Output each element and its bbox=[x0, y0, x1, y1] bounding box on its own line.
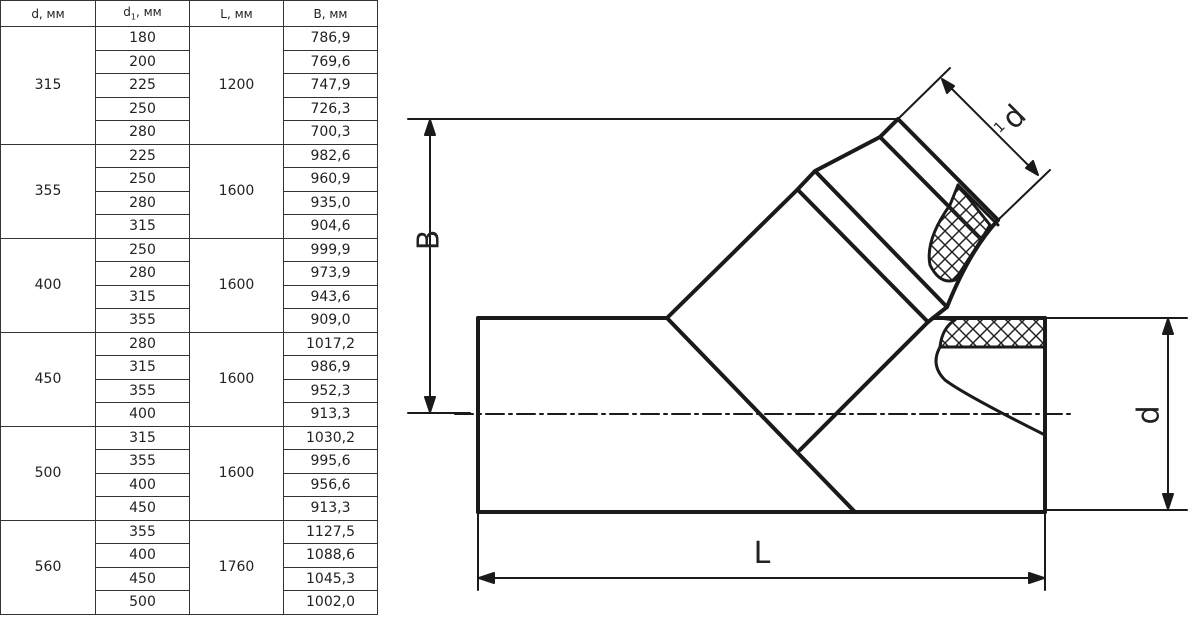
dimension-B bbox=[407, 118, 899, 414]
cell-d1: 280 bbox=[95, 120, 190, 145]
cell-B: 982,6 bbox=[283, 143, 378, 168]
cell-B: 769,6 bbox=[283, 49, 378, 74]
table-row: 250 726,3 bbox=[1, 96, 378, 121]
header-L: L, мм bbox=[189, 0, 284, 27]
cell-B: 913,3 bbox=[283, 402, 378, 427]
cell-B: 986,9 bbox=[283, 355, 378, 380]
cell-B: 1127,5 bbox=[283, 519, 378, 544]
cell-B: 960,9 bbox=[283, 167, 378, 192]
cell-B: 913,3 bbox=[283, 496, 378, 521]
table-row: 280 935,0 bbox=[1, 190, 378, 215]
dimension-d1 bbox=[897, 67, 1051, 221]
cell-d1: 355 bbox=[95, 378, 190, 403]
cell-d: 450 bbox=[0, 331, 96, 427]
table-row: 200 769,6 bbox=[1, 49, 378, 74]
cell-B: 956,6 bbox=[283, 472, 378, 497]
cell-B: 700,3 bbox=[283, 120, 378, 145]
cell-d1: 280 bbox=[95, 190, 190, 215]
cell-B: 726,3 bbox=[283, 96, 378, 121]
table-row: 400 913,3 bbox=[1, 402, 378, 427]
label-B: B bbox=[412, 230, 447, 251]
main-socket-hatch bbox=[934, 316, 1047, 437]
cell-B: 909,0 bbox=[283, 308, 378, 333]
cell-B: 943,6 bbox=[283, 284, 378, 309]
cell-d1: 315 bbox=[95, 425, 190, 450]
cell-d1: 400 bbox=[95, 472, 190, 497]
header-d1: d1, мм bbox=[95, 0, 190, 27]
table-row: 500 1002,0 bbox=[1, 590, 378, 615]
cell-d1: 315 bbox=[95, 355, 190, 380]
cell-L: 1600 bbox=[189, 425, 284, 521]
cell-d1: 225 bbox=[95, 73, 190, 98]
table-row: 355 909,0 bbox=[1, 308, 378, 333]
dimension-d bbox=[1044, 317, 1188, 511]
table-header-row: d, мм d1, мм L, мм B, мм bbox=[0, 0, 378, 27]
cell-d1: 250 bbox=[95, 96, 190, 121]
cell-d1: 355 bbox=[95, 449, 190, 474]
cell-d1: 315 bbox=[95, 214, 190, 239]
cell-L: 1200 bbox=[189, 26, 284, 145]
cell-L: 1760 bbox=[189, 519, 284, 615]
cell-B: 935,0 bbox=[283, 190, 378, 215]
cell-d1: 500 bbox=[95, 590, 190, 615]
cell-d1: 315 bbox=[95, 284, 190, 309]
branch-socket-hatch bbox=[927, 183, 1000, 283]
table-row: 280 700,3 bbox=[1, 120, 378, 145]
dimension-L bbox=[477, 511, 1046, 591]
table-row: 315 943,6 bbox=[1, 284, 378, 309]
table-row: 250 960,9 bbox=[1, 167, 378, 192]
cell-B: 995,6 bbox=[283, 449, 378, 474]
table-row: 355 952,3 bbox=[1, 378, 378, 403]
cell-d: 400 bbox=[0, 237, 96, 333]
cell-L: 1600 bbox=[189, 331, 284, 427]
cell-d1: 280 bbox=[95, 261, 190, 286]
label-L: L bbox=[754, 536, 771, 571]
cell-d1: 280 bbox=[95, 331, 190, 356]
cell-B: 999,9 bbox=[283, 237, 378, 262]
table-row: 355 995,6 bbox=[1, 449, 378, 474]
label-d: d bbox=[1132, 405, 1167, 424]
table-row: 400 956,6 bbox=[1, 472, 378, 497]
header-B: B, мм bbox=[283, 0, 378, 27]
cell-B: 952,3 bbox=[283, 378, 378, 403]
cell-d: 355 bbox=[0, 143, 96, 239]
cell-B: 747,9 bbox=[283, 73, 378, 98]
cell-d1: 355 bbox=[95, 308, 190, 333]
cell-B: 973,9 bbox=[283, 261, 378, 286]
cell-d: 560 bbox=[0, 519, 96, 615]
cell-d1: 180 bbox=[95, 26, 190, 51]
header-d: d, мм bbox=[0, 0, 96, 27]
cell-d1: 200 bbox=[95, 49, 190, 74]
cell-d: 315 bbox=[0, 26, 96, 145]
cell-d1: 250 bbox=[95, 167, 190, 192]
cell-B: 1088,6 bbox=[283, 543, 378, 568]
table-row: 280 973,9 bbox=[1, 261, 378, 286]
cell-B: 1002,0 bbox=[283, 590, 378, 615]
cell-B: 786,9 bbox=[283, 26, 378, 51]
cell-d1: 400 bbox=[95, 402, 190, 427]
table-row: 315 986,9 bbox=[1, 355, 378, 380]
cell-B: 1017,2 bbox=[283, 331, 378, 356]
table-row: 225 747,9 bbox=[1, 73, 378, 98]
cell-B: 1030,2 bbox=[283, 425, 378, 450]
